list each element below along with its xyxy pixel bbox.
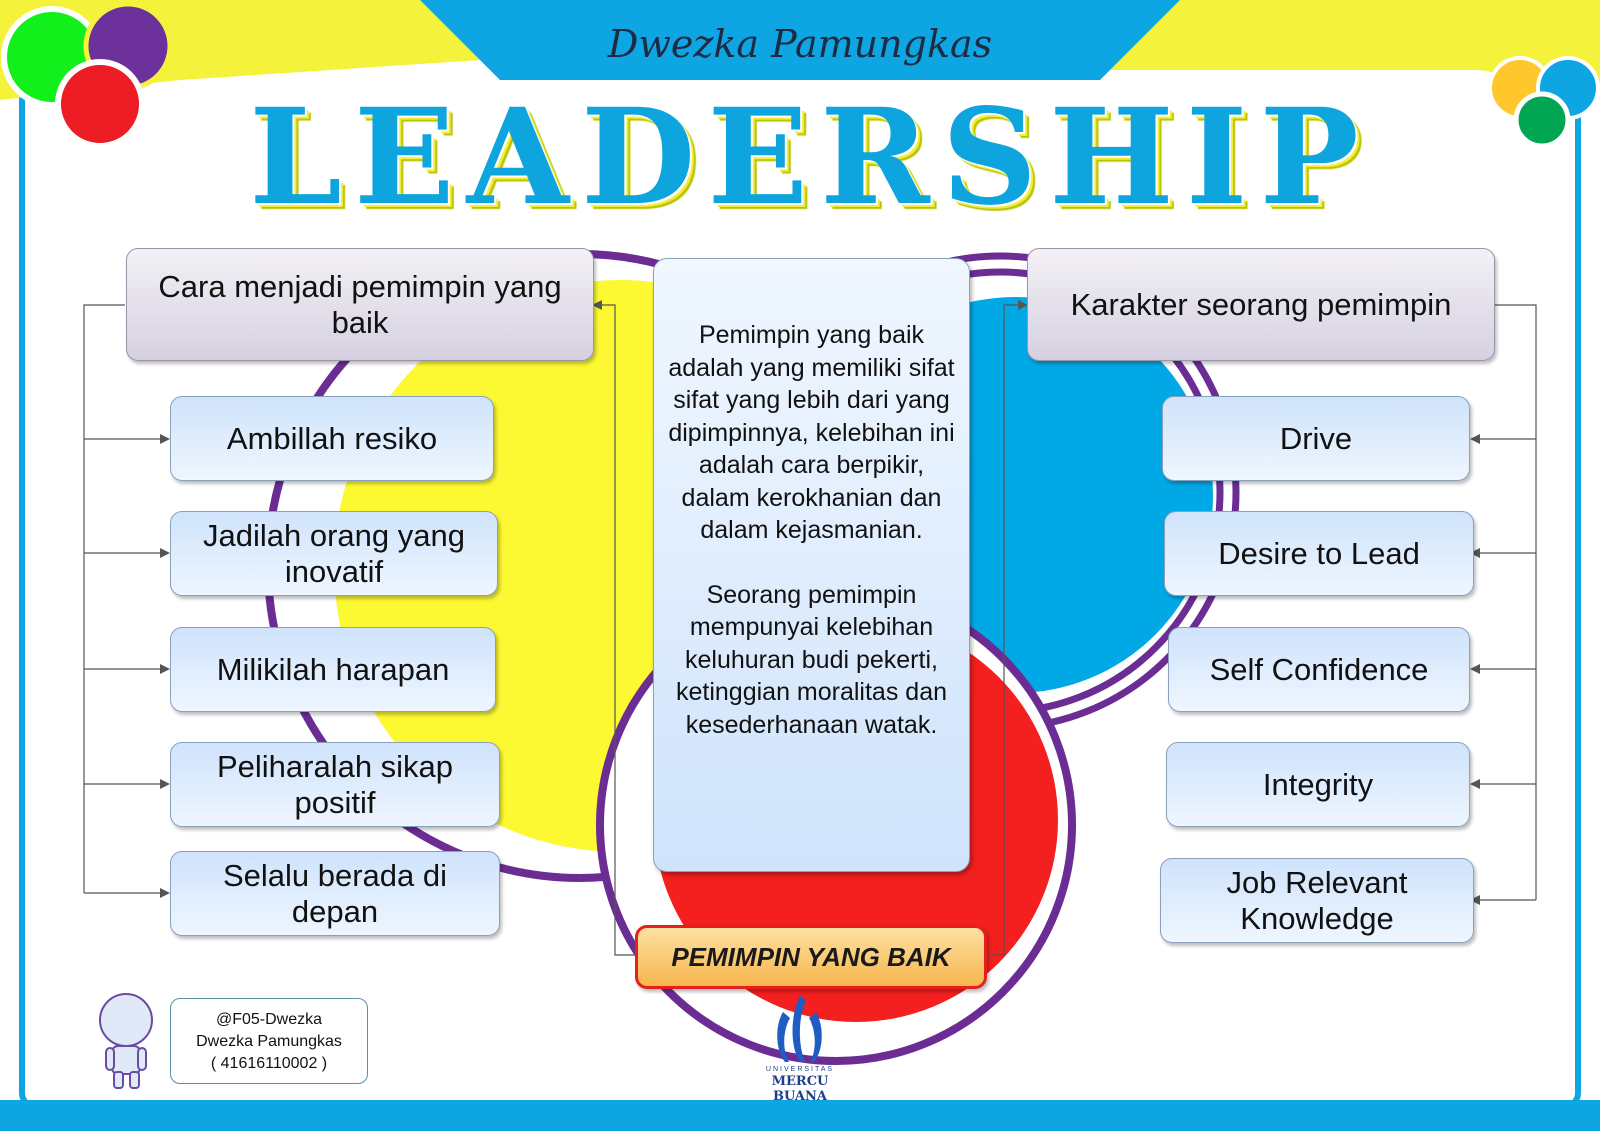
right-arrows [1018,300,1480,905]
bottom-band [0,1100,1600,1131]
left-item-4: Peliharalah sikap positif [170,742,500,827]
right-item-5: Job Relevant Knowledge [1160,858,1474,943]
right-item-label: Self Confidence [1209,651,1429,687]
credit-name: Dwezka Pamungkas [196,1033,342,1050]
center-description-box: Pemimpin yang baik adalah yang memiliki … [653,258,970,872]
right-heading: Karakter seorang pemimpin [1070,286,1452,322]
right-item-2: Desire to Lead [1164,511,1474,596]
credit-handle: @F05-Dwezka [215,1011,323,1028]
logo-subtitle: UNIVERSITAS [765,1066,835,1073]
right-heading-box: Karakter seorang pemimpin [1027,248,1495,361]
right-item-label: Job Relevant Knowledge [1226,864,1408,936]
red-dot [55,59,145,149]
left-item-3: Milikilah harapan [170,627,496,712]
right-item-label: Integrity [1262,766,1374,802]
main-title: LEADERSHIP [249,80,1371,235]
logo-name: MERCU BUANA [771,1074,829,1104]
left-item-label: Jadilah orang yang inovatif [203,517,465,589]
credit-box: @F05-Dwezka Dwezka Pamungkas ( 416161100… [170,998,368,1084]
left-item-label: Milikilah harapan [216,651,450,687]
center-paragraph-1: Pemimpin yang baik adalah yang memiliki … [668,321,955,544]
left-heading: Cara menjadi pemimpin yang baik [158,268,562,340]
right-item-label: Drive [1279,420,1353,456]
left-item-label: Ambillah resiko [226,420,438,456]
right-connectors [988,304,1537,956]
left-arrows [160,300,602,898]
university-logo-mark [777,996,822,1062]
right-item-1: Drive [1162,396,1470,481]
left-item-2: Jadilah orang yang inovatif [170,511,498,596]
right-item-4: Integrity [1166,742,1470,827]
top-right-yellow-band [1110,0,1600,90]
left-item-label: Peliharalah sikap positif [216,748,454,820]
left-item-5: Selalu berada di depan [170,851,500,936]
author-name: Dwezka Pamungkas [607,22,993,66]
left-heading-box: Cara menjadi pemimpin yang baik [126,248,594,361]
left-item-label: Selalu berada di depan [222,857,448,929]
right-item-label: Desire to Lead [1218,535,1420,571]
green-dot-right [1513,91,1571,149]
mascot-figure [99,993,153,1089]
right-item-3: Self Confidence [1168,627,1470,712]
credit-id: ( 41616110002 ) [210,1055,328,1072]
center-badge: PEMIMPIN YANG BAIK [635,925,987,989]
left-item-1: Ambillah resiko [170,396,494,481]
center-paragraph-2: Seorang pemimpin mempunyai kelebihan kel… [676,580,947,739]
top-banner [420,0,1180,80]
left-connectors [83,304,645,956]
